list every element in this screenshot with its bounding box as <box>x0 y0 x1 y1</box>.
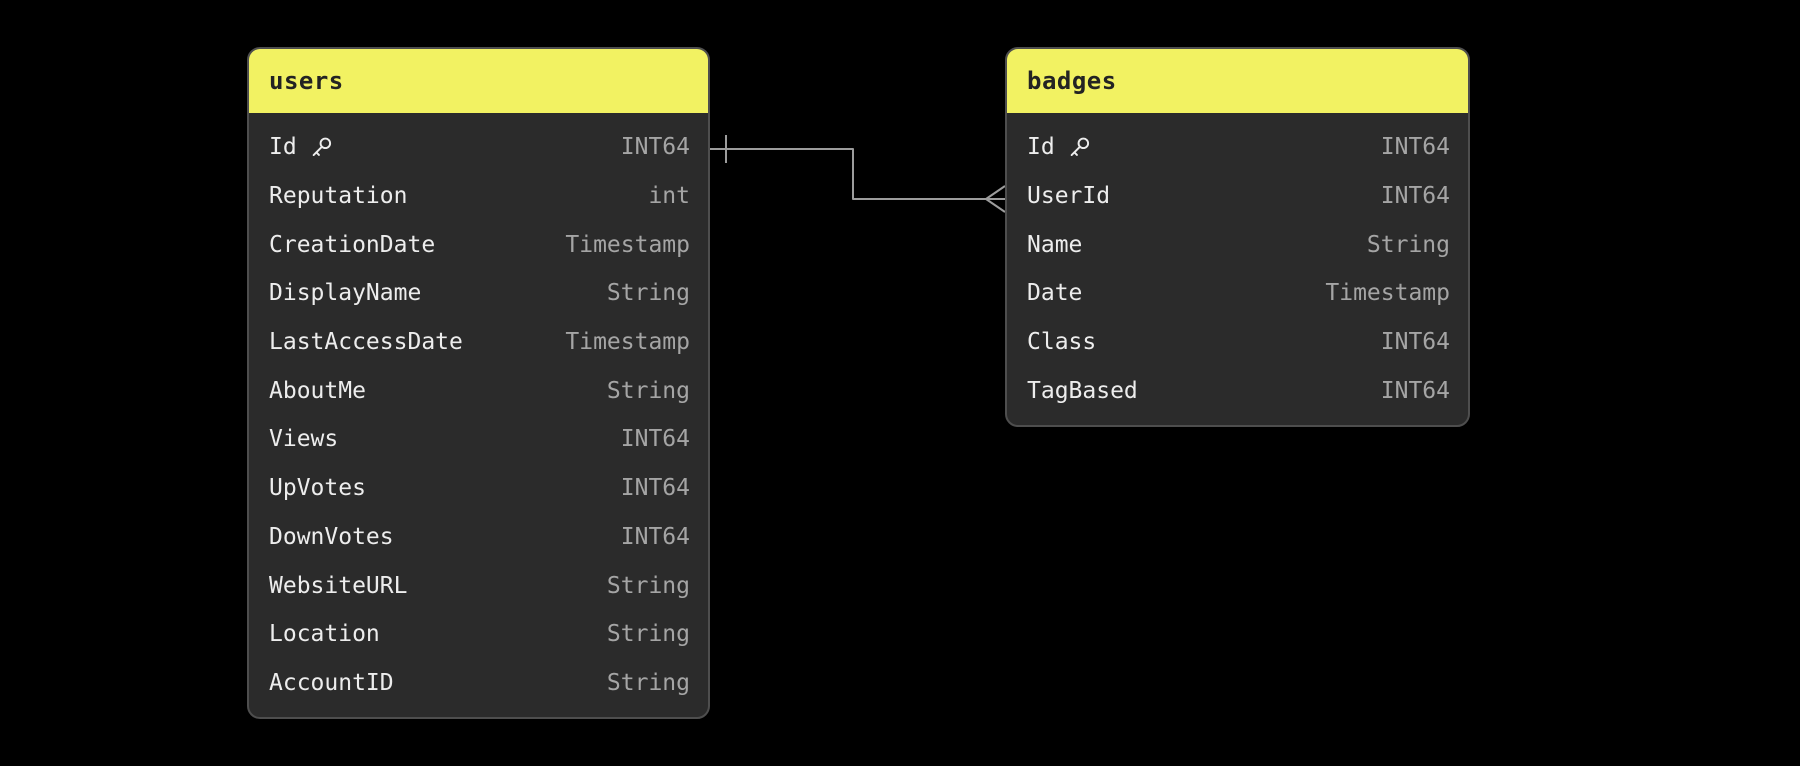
table-title: badges <box>1027 67 1117 95</box>
table-row[interactable]: Name String <box>1007 220 1468 269</box>
entity-table-users[interactable]: users Id INT64 Reputation int <box>247 47 710 720</box>
column-name: WebsiteURL <box>269 572 408 599</box>
primary-key-icon <box>308 134 334 160</box>
column-name: UserId <box>1027 183 1111 210</box>
column-type: INT64 <box>620 475 690 502</box>
column-type: INT64 <box>620 426 690 453</box>
table-row[interactable]: LastAccessDate Timestamp <box>249 318 708 367</box>
column-type: String <box>606 280 690 307</box>
entity-table-badges[interactable]: badges Id INT64 UserId INT64 <box>1005 47 1470 428</box>
column-name: Class <box>1027 329 1097 356</box>
column-type: String <box>606 572 690 599</box>
column-type: INT64 <box>1380 183 1450 210</box>
table-row[interactable]: UserId INT64 <box>1007 172 1468 221</box>
column-name: Id <box>1027 134 1055 161</box>
table-row[interactable]: UpVotes INT64 <box>249 464 708 513</box>
table-row[interactable]: DownVotes INT64 <box>249 513 708 562</box>
table-row[interactable]: CreationDate Timestamp <box>249 220 708 269</box>
column-name: LastAccessDate <box>269 329 463 356</box>
table-row[interactable]: TagBased INT64 <box>1007 366 1468 415</box>
table-row[interactable]: Id INT64 <box>249 123 708 172</box>
table-row[interactable]: Date Timestamp <box>1007 269 1468 318</box>
table-row[interactable]: AccountID String <box>249 659 708 708</box>
column-type: Timestamp <box>565 329 690 356</box>
column-name: AboutMe <box>269 377 366 404</box>
column-name: Views <box>269 426 339 453</box>
column-type: INT64 <box>1380 329 1450 356</box>
column-name: Location <box>269 621 380 648</box>
table-body: Id INT64 Reputation int CreationDate <box>249 113 708 717</box>
table-row[interactable]: Id INT64 <box>1007 123 1468 172</box>
column-type: INT64 <box>620 523 690 550</box>
column-name: DownVotes <box>269 523 394 550</box>
table-header[interactable]: badges <box>1007 49 1468 113</box>
column-name: CreationDate <box>269 231 436 258</box>
column-name: Name <box>1027 231 1083 258</box>
table-row[interactable]: DisplayName String <box>249 269 708 318</box>
column-type: String <box>606 621 690 648</box>
column-name: Id <box>269 134 297 161</box>
column-type: int <box>648 183 690 210</box>
column-name: AccountID <box>269 669 394 696</box>
relationship-line[interactable] <box>710 148 986 200</box>
table-header[interactable]: users <box>249 49 708 113</box>
column-name: UpVotes <box>269 475 366 502</box>
table-row[interactable]: Class INT64 <box>1007 318 1468 367</box>
column-type: Timestamp <box>1325 280 1450 307</box>
table-row[interactable]: WebsiteURL String <box>249 561 708 610</box>
column-name: Date <box>1027 280 1083 307</box>
column-name: DisplayName <box>269 280 422 307</box>
column-type: Timestamp <box>565 231 690 258</box>
table-row[interactable]: Views INT64 <box>249 415 708 464</box>
column-type: String <box>1366 231 1450 258</box>
table-body: Id INT64 UserId INT64 Name <box>1007 113 1468 425</box>
column-type: String <box>606 377 690 404</box>
primary-key-icon <box>1066 134 1092 160</box>
cardinality-many-crowfoot-icon <box>985 185 1006 213</box>
column-name: Reputation <box>269 183 408 210</box>
table-title: users <box>269 67 344 95</box>
column-type: INT64 <box>1380 134 1450 161</box>
table-row[interactable]: Reputation int <box>249 172 708 221</box>
table-row[interactable]: Location String <box>249 610 708 659</box>
column-type: String <box>606 669 690 696</box>
column-type: INT64 <box>1380 377 1450 404</box>
table-row[interactable]: AboutMe String <box>249 366 708 415</box>
column-type: INT64 <box>620 134 690 161</box>
column-name: TagBased <box>1027 377 1138 404</box>
